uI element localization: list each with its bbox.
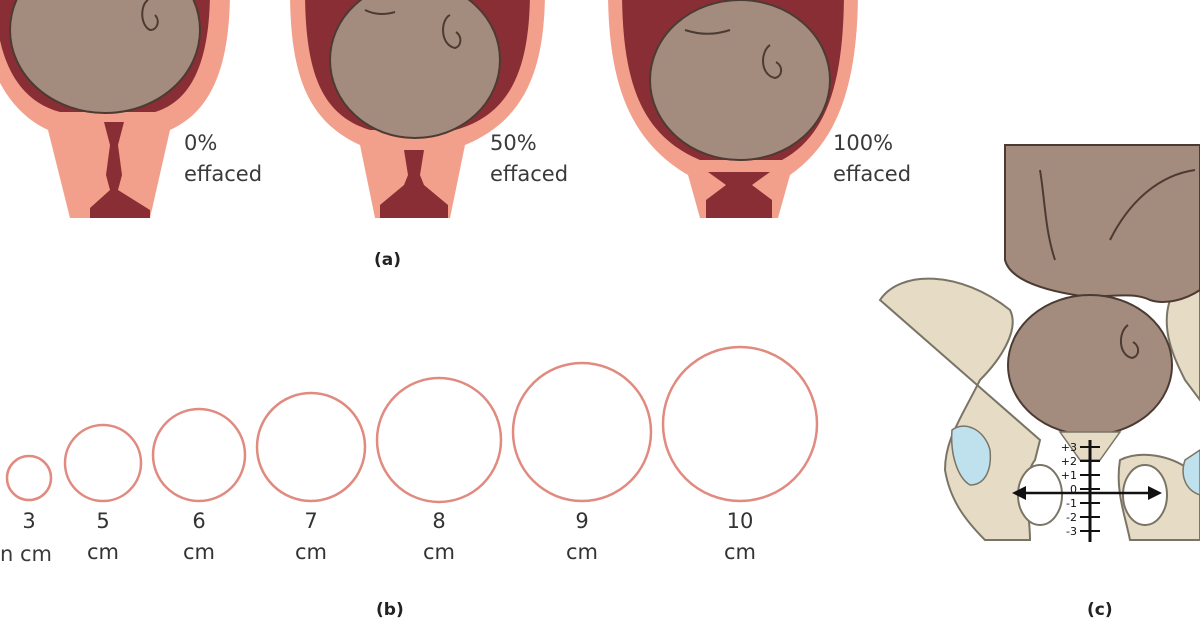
stage-0-label: 0% effaced	[184, 128, 262, 190]
station-label: 0	[1070, 483, 1077, 496]
panel-b-label: (b)	[376, 600, 404, 620]
panel-c-label: (c)	[1087, 600, 1113, 620]
dilation-value: 6	[192, 509, 206, 533]
stage-50-word: effaced	[490, 162, 569, 186]
uterus-stage-100	[608, 0, 858, 218]
stage-100-percent: 100%	[833, 131, 894, 155]
stage-100-word: effaced	[833, 162, 912, 186]
dilation-value: 9	[575, 509, 589, 533]
dilation-circle-5cm	[63, 423, 143, 503]
stage-0-word: effaced	[184, 162, 263, 186]
dilation-unit: cm	[723, 540, 756, 564]
stage-100-label: 100% effaced	[833, 128, 911, 190]
stage-50-label: 50% effaced	[490, 128, 568, 190]
dilation-value: 3	[22, 509, 36, 533]
dilation-circle-9cm	[511, 361, 653, 503]
stage-0-percent: 0%	[184, 131, 218, 155]
dilation-circle-3cm	[5, 454, 53, 502]
dilation-label-9cm: 9 cm	[542, 506, 622, 568]
dilation-unit: cm	[294, 540, 327, 564]
dilation-circles	[5, 345, 819, 504]
partial-unit-label: n cm	[0, 542, 52, 566]
dilation-label-3cm: 3	[0, 506, 69, 537]
dilation-value: 10	[726, 509, 754, 533]
dilation-circle-6cm	[151, 407, 247, 503]
station-label: -1	[1066, 497, 1077, 510]
dilation-unit: cm	[182, 540, 215, 564]
dilation-label-10cm: 10 cm	[700, 506, 780, 568]
panel-a-label: (a)	[374, 250, 402, 270]
dilation-circle-8cm	[375, 376, 503, 504]
dilation-value: 7	[304, 509, 318, 533]
dilation-value: 8	[432, 509, 446, 533]
dilation-label-7cm: 7 cm	[271, 506, 351, 568]
dilation-circle-10cm	[661, 345, 819, 503]
dilation-label-5cm: 5 cm	[63, 506, 143, 568]
dilation-label-6cm: 6 cm	[159, 506, 239, 568]
station-label: +2	[1061, 455, 1077, 468]
pelvis-illustration: +3+2+10-1-2-3	[878, 144, 1200, 542]
uterus-stage-50	[290, 0, 545, 218]
station-label: -3	[1066, 525, 1077, 538]
stage-50-percent: 50%	[490, 131, 537, 155]
dilation-value: 5	[96, 509, 110, 533]
station-label: -2	[1066, 511, 1077, 524]
dilation-unit: cm	[422, 540, 455, 564]
dilation-label-8cm: 8 cm	[399, 506, 479, 568]
station-label: +1	[1061, 469, 1077, 482]
dilation-circle-7cm	[255, 391, 367, 503]
uterus-stage-0	[0, 0, 230, 218]
station-label: +3	[1061, 441, 1077, 454]
dilation-unit: cm	[86, 540, 119, 564]
dilation-unit: cm	[565, 540, 598, 564]
